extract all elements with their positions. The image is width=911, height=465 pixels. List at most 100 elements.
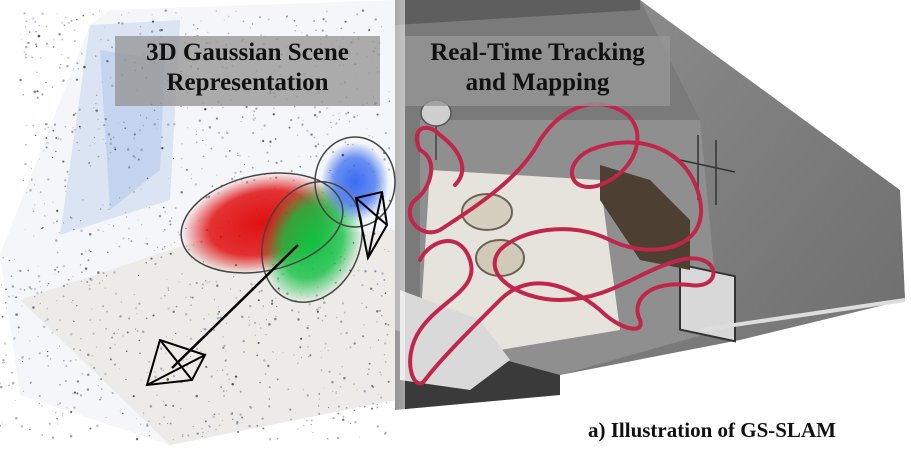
point	[13, 337, 16, 340]
point	[95, 346, 97, 348]
point	[219, 316, 222, 319]
point	[353, 409, 355, 412]
point	[372, 290, 374, 292]
point	[160, 347, 163, 351]
point	[215, 117, 218, 120]
point	[268, 386, 271, 389]
point	[258, 290, 261, 293]
point	[225, 351, 227, 353]
point	[202, 431, 204, 434]
point	[386, 333, 389, 336]
point	[195, 141, 198, 144]
point	[24, 26, 27, 28]
point	[19, 78, 22, 82]
point	[139, 25, 142, 28]
point	[160, 29, 164, 32]
point	[102, 305, 105, 308]
point	[337, 405, 341, 408]
point	[248, 155, 250, 158]
point	[313, 136, 316, 139]
point	[337, 412, 340, 415]
point	[57, 348, 58, 350]
point	[275, 297, 277, 299]
point	[0, 385, 3, 389]
point	[259, 381, 261, 384]
point	[64, 190, 67, 192]
point	[73, 40, 76, 43]
point	[162, 370, 164, 372]
point	[356, 114, 359, 117]
point	[338, 118, 341, 121]
point	[45, 137, 48, 139]
point	[161, 248, 164, 250]
point	[141, 330, 145, 334]
point	[163, 245, 166, 248]
point	[268, 313, 270, 315]
point	[82, 14, 85, 17]
point	[376, 425, 379, 428]
point	[109, 358, 112, 361]
point	[328, 370, 331, 373]
point	[32, 17, 35, 20]
point	[222, 106, 224, 109]
point	[165, 336, 167, 338]
point	[109, 346, 112, 350]
point	[182, 434, 184, 436]
point	[330, 121, 332, 124]
point	[78, 108, 81, 111]
point	[63, 360, 65, 362]
point	[69, 216, 72, 219]
point	[174, 206, 177, 210]
point	[80, 220, 82, 222]
point	[114, 292, 117, 295]
point	[296, 362, 299, 365]
point	[107, 133, 111, 136]
point	[262, 427, 265, 430]
point	[179, 407, 182, 410]
point	[41, 12, 44, 15]
point	[235, 296, 238, 299]
point	[11, 285, 14, 288]
point	[62, 264, 66, 268]
point	[349, 422, 351, 425]
point	[80, 229, 83, 232]
point	[266, 151, 269, 154]
point	[122, 412, 124, 415]
point	[239, 170, 242, 173]
point	[236, 430, 240, 434]
point	[149, 430, 151, 432]
point	[310, 419, 313, 422]
point	[59, 138, 62, 141]
point	[34, 184, 36, 186]
point	[383, 158, 386, 161]
point	[241, 315, 244, 319]
point	[211, 107, 213, 109]
point	[376, 283, 379, 285]
point	[374, 18, 377, 21]
point	[275, 161, 278, 164]
point	[290, 309, 294, 312]
point	[342, 415, 345, 418]
point	[297, 116, 300, 119]
point	[178, 391, 180, 393]
point	[23, 50, 26, 53]
point	[42, 137, 44, 139]
point	[249, 27, 251, 29]
point	[172, 404, 175, 407]
sofa	[400, 290, 510, 390]
point	[70, 411, 73, 413]
camera-trajectory	[407, 102, 716, 386]
point	[61, 22, 63, 24]
point	[70, 332, 73, 336]
point	[195, 130, 197, 132]
point	[268, 437, 272, 441]
point	[297, 318, 300, 321]
point	[56, 266, 59, 269]
point	[5, 354, 7, 356]
point	[33, 235, 35, 237]
point	[58, 319, 62, 322]
point	[38, 394, 41, 398]
point	[298, 155, 300, 157]
point	[226, 322, 228, 324]
